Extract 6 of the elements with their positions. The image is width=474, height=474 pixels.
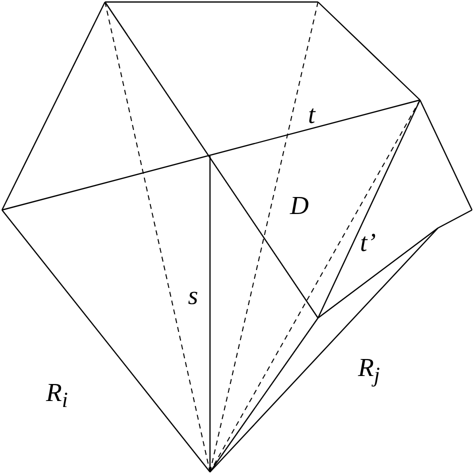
point-label: t bbox=[308, 102, 316, 128]
point-label: t’ bbox=[360, 230, 376, 256]
point-label: R$_{i}$ bbox=[46, 380, 68, 412]
point-label: R$_{j}$ bbox=[358, 355, 380, 387]
point-label: s bbox=[188, 283, 198, 309]
point-label: D bbox=[290, 193, 309, 219]
